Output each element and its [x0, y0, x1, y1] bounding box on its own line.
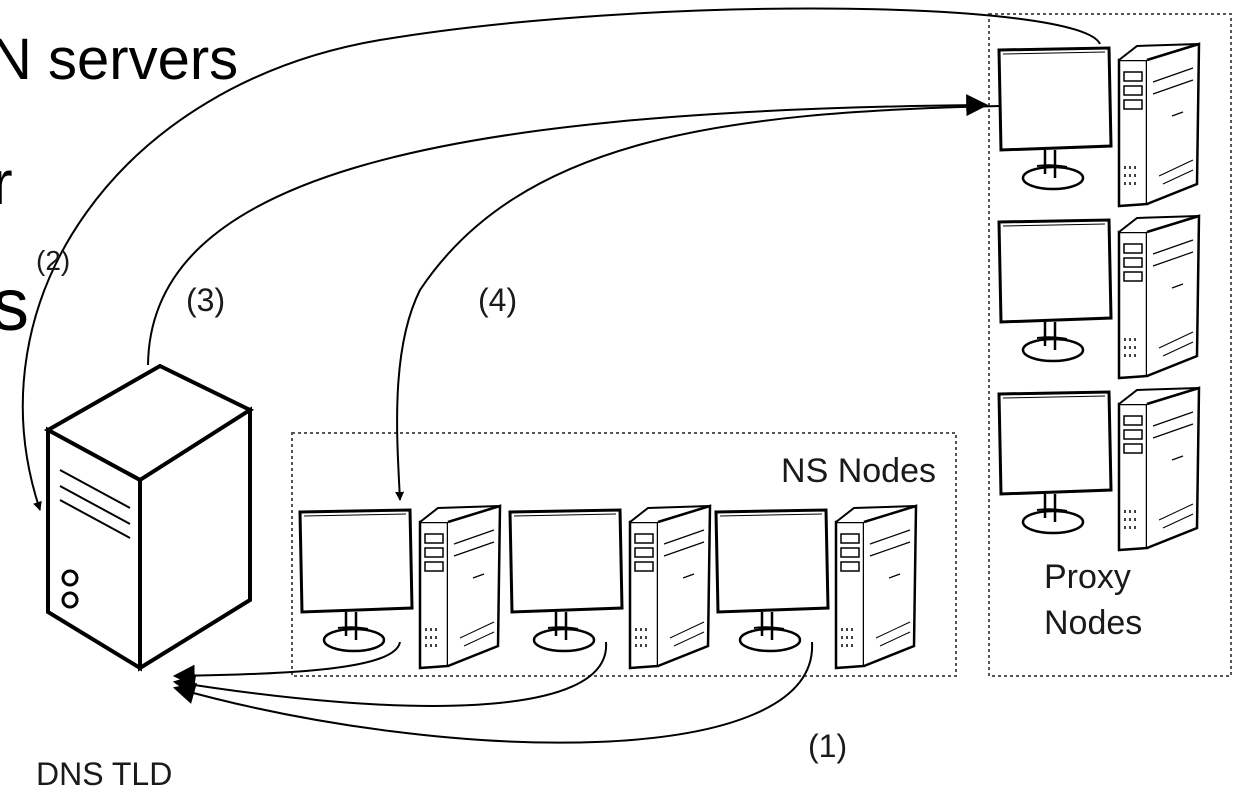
workstation-icon — [714, 504, 918, 670]
workstation-icon — [508, 504, 712, 670]
dns-server-icon — [43, 363, 255, 672]
workstation-icon — [997, 214, 1201, 380]
step-2-label: (2) — [36, 245, 70, 276]
arrow-step-2 — [21, 7, 1101, 511]
arrow-step-1b — [172, 641, 608, 707]
arrow-step-1c — [172, 641, 814, 744]
step-4-label: (4) — [478, 282, 517, 318]
workstation-icon — [997, 42, 1201, 208]
step-3-label: (3) — [186, 282, 225, 318]
slide-text-line-2: r — [0, 149, 13, 218]
proxy-nodes-group — [988, 13, 1232, 677]
slide-text-line-3: s — [0, 263, 29, 346]
step-1-label: (1) — [808, 728, 847, 764]
workstation-icon — [997, 386, 1201, 552]
arrow-step-1a — [172, 641, 401, 687]
proxy-nodes-label-line-1: Proxy — [1044, 558, 1131, 596]
slide-text-line-1: N servers — [0, 27, 239, 92]
dns-tld-label: DNS TLD — [36, 756, 172, 792]
ns-nodes-label: NS Nodes — [781, 452, 936, 490]
arrow-step-3 — [147, 94, 989, 366]
arrow-step-4 — [395, 105, 1001, 501]
proxy-nodes-label-line-2: Nodes — [1044, 604, 1142, 642]
ns-nodes-group — [291, 432, 957, 677]
